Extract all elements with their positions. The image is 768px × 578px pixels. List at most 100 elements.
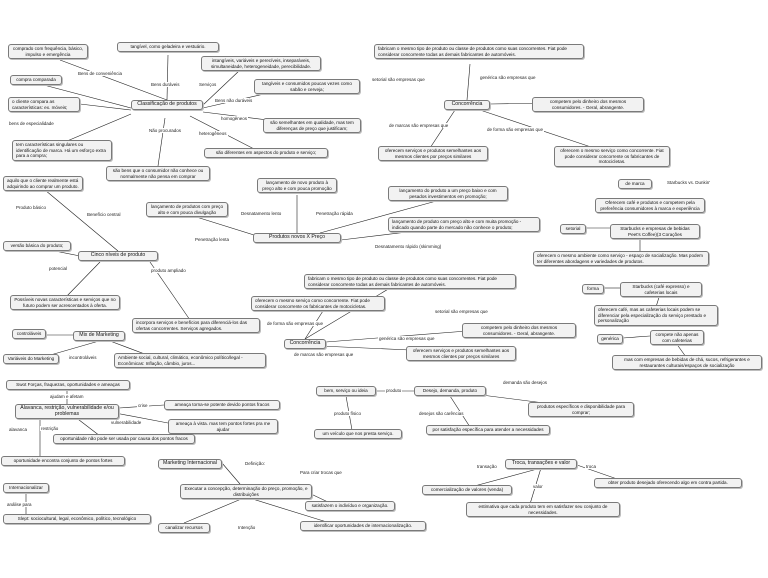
node-generic-level: genérica [597, 334, 623, 344]
connector-line [59, 113, 132, 145]
node-opportunity-strong: oportunidade encontra conjunto de pontos… [1, 456, 125, 466]
connector-line [202, 69, 241, 106]
connector-line [157, 117, 166, 167]
edge-label: genérica são empresas que [378, 336, 436, 341]
edge-label: heterogêneos [198, 131, 228, 136]
connector-line [319, 199, 441, 234]
node-slept: Slept: sociocultural, legal, econômico, … [3, 514, 151, 524]
node-industry-level: setorial [560, 224, 586, 234]
node-non-durable-goods: tangíveis e consumidos poucas vezes como… [254, 79, 360, 95]
node-competition-brand-2: oferecem serviços e produtos semelhantes… [406, 346, 516, 362]
connector-line [221, 462, 241, 485]
connector-line [64, 261, 101, 299]
edge-label: bens de especialidade [8, 121, 55, 126]
edge-label: crise [137, 403, 149, 408]
node-durable-goods: tangível, como geladeira e vestuário. [117, 42, 219, 52]
node-identify-opportunities: identificar oportunidades de internacion… [300, 521, 426, 531]
node-new-products-price: Produtos novos X Preço [253, 233, 341, 243]
edge-label: desejos são carências [418, 411, 465, 416]
edge-label: Bens de conveniência [77, 71, 124, 76]
node-heterogeneous: são diferentes em aspectos do produto e … [204, 148, 328, 158]
edge-label: ajudam e afetam [49, 394, 85, 399]
connector-line [245, 496, 331, 524]
connector-line [39, 83, 132, 109]
node-leverage-restriction: Alavanca, restrição, vulnerabilidade e/o… [15, 404, 119, 420]
connector-line [166, 54, 169, 101]
node-core-benefit: aquilo que o cliente realmente está adqu… [3, 176, 83, 192]
edge-label: Benefício central [86, 212, 122, 217]
node-compare-features: o cliente compara as características: ex… [8, 97, 80, 113]
node-brand-level: de marca [618, 179, 652, 189]
edge-label: Para criar trocas que [299, 470, 343, 475]
node-slow-penetration: lançamento de produtos com preço alto e … [146, 202, 228, 218]
node-competition-form: fabricam o mesmo tipo de produto ou clas… [374, 44, 584, 60]
node-marketing-mix: Mix de Marketing [73, 331, 125, 341]
node-international-marketing: Marketing Internacional [158, 459, 222, 469]
node-competition-generic: competem pelo dinheiro dos mesmos consum… [532, 97, 644, 113]
node-threat-strong: ameaça à vista. mas tem pontos fortes pr… [168, 419, 278, 435]
node-value-commercialization: comercialização de valores (venda) [422, 485, 512, 495]
edge-label: produto físico [333, 411, 363, 416]
node-competition-generic-2: competem pelo dinheiro dos mesmos consum… [462, 323, 576, 339]
edge-label: restrição [40, 426, 60, 431]
edge-label: produto ampliado [150, 268, 187, 273]
connector-line [59, 59, 168, 101]
connector-line [576, 464, 621, 481]
edge-label: Desnatamento rápido (skimming) [374, 244, 443, 249]
edge-label: Penetração lenta [194, 237, 231, 242]
edge-label: Não procurados [148, 128, 183, 133]
node-exchange-value: Troca, transações e valor [505, 459, 577, 469]
node-satisfy: satisfazem o indivíduo e organização. [305, 501, 395, 511]
edge-label: de forma são empresas que [486, 127, 545, 132]
node-potential-product: Possíveis novas características e serviç… [10, 295, 120, 311]
edge-label: incontroláveis [68, 355, 98, 360]
node-competition: Concorrência [444, 100, 490, 110]
edge-label: demanda são desejos [502, 380, 549, 385]
connector-line [622, 335, 651, 339]
node-internationalize: Internacionalizar [3, 483, 49, 493]
node-competition-brand: oferecem serviços e produtos semelhantes… [378, 146, 488, 162]
node-competition-2: Concorrência [284, 339, 326, 349]
node-form-level-desc: oferecem café, mas as cafeterias locais … [594, 305, 718, 326]
edge-label: Serviços [198, 82, 218, 87]
node-competition-industry: oferecem o mesmo serviço como concorrent… [554, 146, 670, 167]
edge-label: valor [532, 484, 544, 489]
node-obtain-product: obter produto desejado oferecendo algo e… [594, 478, 742, 488]
node-unsought: são bens que o consumidor não conhece ou… [106, 166, 210, 182]
node-services: intangíveis, variáveis e perecíveis, ins… [201, 56, 321, 72]
node-comparison: compra comparada [10, 75, 62, 85]
connector-line [109, 411, 169, 424]
node-environment: Ambiente social, cultural, climático, ec… [114, 353, 266, 369]
edge-label: alavanca [8, 427, 29, 432]
node-form-level: forma [582, 284, 604, 294]
node-industry-level-desc: Starbucks e empresas de bebidas Peet's C… [610, 224, 700, 240]
connector-line [319, 345, 411, 351]
edge-label: Bens duráveis [150, 82, 181, 87]
node-specific-satisfaction: por satisfação específica para atender a… [426, 425, 550, 435]
edge-label: genérica são empresas que [479, 75, 537, 80]
node-homogeneous: são semelhantes em qualidade, mas tem di… [263, 118, 361, 134]
connector-line [183, 496, 247, 524]
connector-line [79, 103, 132, 111]
node-threat-weak: ameaça torna-se potente devido pontos fr… [164, 400, 280, 410]
connector-line [675, 342, 687, 358]
node-rapid-skimming: lançamento de produto com preço alto e c… [388, 217, 540, 233]
edge-label: Produto básico [15, 205, 48, 210]
edge-label: Starbucks vs. Dunkin' [666, 180, 712, 185]
edge-label: de marcas são empresas que [388, 123, 450, 128]
edge-label: setorial são empresas que [371, 77, 426, 82]
edge-label: de marcas são empresas que [293, 352, 355, 357]
node-five-levels: Cinco níveis de produto [78, 251, 158, 261]
edge-label: Desnatamento lento [240, 211, 283, 216]
edge-label: análise para [6, 502, 33, 507]
node-channel-resources: canalizar recursos [158, 523, 210, 533]
node-execute-conception: Executar a concepção, determinação do pr… [180, 484, 312, 500]
node-good-service-idea: bem, serviço ou ideia [316, 386, 376, 396]
node-form-level-players: Starbucks (café expresso) e cafeterias l… [620, 282, 702, 298]
connector-line [466, 63, 471, 101]
node-specialty: tem características singulares ou identi… [12, 140, 112, 161]
node-generic-level-compete: compete não apenas com cafeterias [650, 330, 704, 346]
node-swot: Swot Forças, fraquezas, oportunidades e … [6, 380, 130, 390]
node-generic-level-desc: mas com empresas de bebidas de chá, suco… [612, 355, 762, 371]
node-slow-skimming: lançamento de novo produto à preço alto … [257, 178, 337, 194]
